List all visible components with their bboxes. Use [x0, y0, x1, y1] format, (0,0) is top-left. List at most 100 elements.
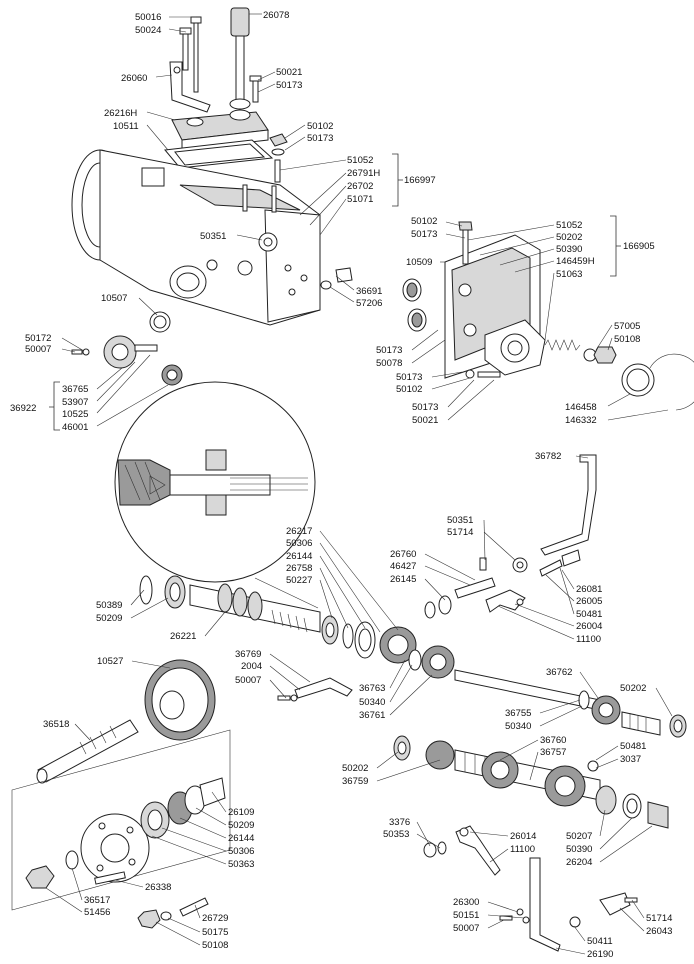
part-label: 26190: [587, 949, 613, 960]
part-label: 36757: [540, 747, 566, 758]
part-label: 36759: [342, 776, 368, 787]
part-label: 26144: [228, 833, 254, 844]
part-label: 10509: [406, 257, 432, 268]
group-label: 166905: [623, 241, 655, 252]
part-label: 26221: [170, 631, 196, 642]
part-label: 26005: [576, 596, 602, 607]
part-label: 50108: [202, 940, 228, 951]
part-label: 50173: [411, 229, 437, 240]
part-label: 50102: [307, 121, 333, 132]
part-label: 3037: [620, 754, 641, 765]
part-label: 50024: [135, 25, 161, 36]
part-label: 10527: [97, 656, 123, 667]
detail-callout-circle: [114, 381, 319, 609]
top-cover-assembly: [164, 7, 288, 183]
part-label: 36518: [43, 719, 69, 730]
part-label: 10511: [113, 121, 139, 132]
part-label: 50227: [286, 575, 312, 586]
part-label: 146459H: [556, 256, 595, 267]
part-label: 26043: [646, 926, 672, 937]
part-label: 50172: [25, 333, 51, 344]
part-label: 50481: [620, 741, 646, 752]
part-label: 50306: [228, 846, 254, 857]
part-label: 51456: [84, 907, 110, 918]
part-label: 50173: [376, 345, 402, 356]
part-label: 26014: [510, 831, 536, 842]
part-label: 2004: [241, 661, 262, 672]
part-label: 36760: [540, 735, 566, 746]
sub-assembly-frame: [11, 729, 231, 911]
part-label: 26758: [286, 563, 312, 574]
part-label: 11100: [510, 844, 535, 855]
part-label: 50389: [96, 600, 122, 611]
part-label: 50209: [96, 613, 122, 624]
part-label: 50021: [276, 67, 302, 78]
part-label: 3376: [389, 817, 410, 828]
gearbox-housing: [71, 149, 321, 326]
part-label: 146458: [565, 402, 597, 413]
part-label: 50306: [286, 538, 312, 549]
part-label: 36765: [62, 384, 88, 395]
part-label: 50390: [566, 844, 592, 855]
countershaft-assembly: [454, 669, 687, 738]
part-label: 50016: [135, 12, 161, 23]
part-label: 50173: [396, 372, 422, 383]
part-label: 26300: [453, 897, 479, 908]
part-label: 36769: [235, 649, 261, 660]
part-label: 36782: [535, 451, 561, 462]
part-label: 51071: [347, 194, 373, 205]
part-label: 146332: [565, 415, 597, 426]
part-label: 50108: [614, 334, 640, 345]
part-label: 26078: [263, 10, 289, 21]
part-label: 57005: [614, 321, 640, 332]
part-label: 50351: [447, 515, 473, 526]
part-label: 36691: [356, 286, 382, 297]
output-gear-assembly: [36, 659, 216, 784]
part-label: 57206: [356, 298, 382, 309]
part-label: 51714: [646, 913, 672, 924]
part-label: 10507: [101, 293, 127, 304]
part-label: 50102: [411, 216, 437, 227]
part-label: 46001: [62, 422, 88, 433]
part-label: 50207: [566, 831, 592, 842]
part-label: 50173: [412, 402, 438, 413]
part-label: 50173: [276, 80, 302, 91]
part-label: 51063: [556, 269, 582, 280]
part-label: 46427: [390, 561, 416, 572]
part-label: 36761: [359, 710, 385, 721]
part-label: 50363: [228, 859, 254, 870]
part-label: 50151: [453, 910, 479, 921]
part-label: 26760: [390, 549, 416, 560]
part-label: 50202: [556, 232, 582, 243]
part-label: 50202: [342, 763, 368, 774]
main-shaft-assembly: [139, 575, 455, 679]
lever-36769: [277, 677, 353, 702]
group-label: 36922: [10, 403, 36, 414]
part-label: 50007: [25, 344, 51, 355]
part-label: 26729: [202, 913, 228, 924]
part-label: 53907: [62, 397, 88, 408]
part-label: 50209: [228, 820, 254, 831]
part-label: 50102: [396, 384, 422, 395]
part-label: 26081: [576, 584, 602, 595]
part-label: 11100: [576, 634, 601, 645]
lower-shaft-assembly: [393, 735, 669, 829]
part-label: 51052: [556, 220, 582, 231]
part-label: 50007: [453, 923, 479, 934]
part-label: 26216H: [104, 108, 137, 119]
side-cover-assembly: [402, 221, 694, 411]
part-label: 26702: [347, 181, 373, 192]
part-label: 50411: [587, 936, 613, 947]
part-label: 50353: [383, 829, 409, 840]
part-label: 26060: [121, 73, 147, 84]
group-label: 166997: [404, 175, 436, 186]
part-label: 51714: [447, 527, 473, 538]
part-label: 36517: [84, 895, 110, 906]
part-label: 50173: [307, 133, 333, 144]
part-label: 50340: [359, 697, 385, 708]
part-label: 26004: [576, 621, 602, 632]
part-number-labels: 50016 50024 26078 26060 50021 50173 2621…: [10, 10, 672, 960]
part-label: 26338: [145, 882, 171, 893]
part-label: 36763: [359, 683, 385, 694]
